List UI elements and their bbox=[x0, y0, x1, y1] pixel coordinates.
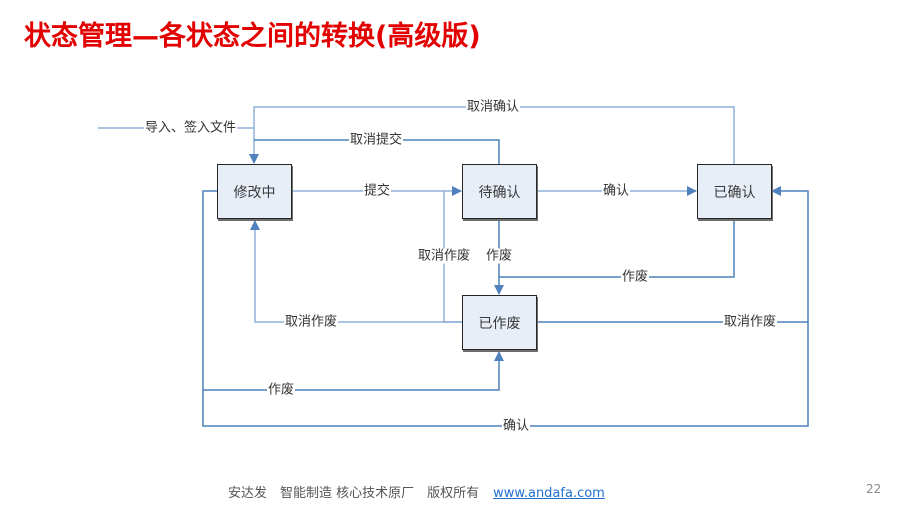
label-void-from-confirmed: 作废 bbox=[620, 269, 650, 285]
label-cancel-submit: 取消提交 bbox=[348, 132, 404, 148]
node-voided: 已作废 bbox=[462, 295, 537, 350]
slide-title: 状态管理—各状态之间的转换(高级版) bbox=[24, 21, 481, 52]
edge-cancel-void-to-editing bbox=[250, 220, 462, 323]
node-editing: 修改中 bbox=[217, 164, 292, 219]
label-cancel-confirm: 取消确认 bbox=[465, 99, 521, 115]
edge-cancel-confirm bbox=[249, 106, 735, 164]
edge-cancel-void-to-confirmed bbox=[537, 186, 809, 323]
label-void-from-editing: 作废 bbox=[266, 382, 296, 398]
footer-link[interactable]: www.andafa.com bbox=[493, 486, 605, 501]
label-import: 导入、签入文件 bbox=[144, 120, 238, 136]
label-submit: 提交 bbox=[362, 183, 392, 199]
edge-confirm-from-editing bbox=[202, 190, 809, 427]
edge-void-from-editing bbox=[203, 351, 504, 391]
label-confirm-from-editing: 确认 bbox=[501, 418, 531, 434]
page-number: 22 bbox=[866, 482, 882, 496]
footer: 安达发 智能制造 核心技术原厂 版权所有 www.andafa.com bbox=[228, 482, 605, 501]
label-cancel-void-to-confirmed: 取消作废 bbox=[722, 314, 778, 330]
edge-void-from-confirmed bbox=[499, 219, 735, 278]
node-pending: 待确认 bbox=[462, 164, 537, 219]
label-confirm: 确认 bbox=[601, 183, 631, 199]
label-cancel-void-to-pending: 取消作废 bbox=[416, 248, 472, 264]
footer-text: 安达发 智能制造 核心技术原厂 版权所有 bbox=[228, 486, 480, 501]
node-confirmed: 已确认 bbox=[697, 164, 772, 219]
edge-cancel-submit bbox=[254, 139, 500, 164]
label-void-from-pending: 作废 bbox=[484, 248, 514, 264]
label-cancel-void-to-editing: 取消作废 bbox=[283, 314, 339, 330]
